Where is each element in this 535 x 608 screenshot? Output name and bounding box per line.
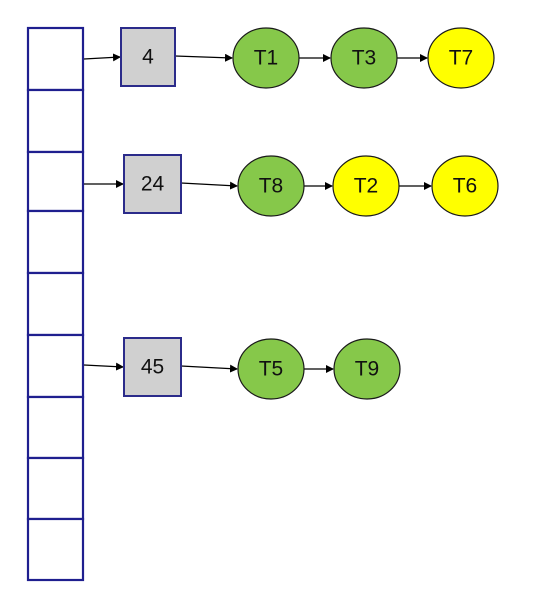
- hash-slot: [26, 209, 85, 275]
- node-label: T7: [449, 47, 474, 70]
- key-box: [120, 27, 176, 87]
- chain-node: [232, 27, 300, 89]
- key-label: 24: [141, 173, 165, 196]
- node-label: T9: [355, 358, 380, 381]
- slot-to-key-arrow: [83, 362, 124, 371]
- chain-node: [330, 27, 398, 89]
- node-label: T2: [354, 175, 379, 198]
- node-label: T1: [254, 47, 279, 70]
- slot-to-key-arrow: [83, 53, 121, 62]
- hash-table: [26, 26, 85, 582]
- node-label: T6: [453, 175, 478, 198]
- pointer-arrows: [83, 53, 432, 373]
- key-label: 45: [141, 356, 164, 379]
- key-to-node-arrow: [180, 181, 238, 190]
- chain-node: [237, 155, 305, 217]
- chain-node: [237, 338, 305, 400]
- node-label: T3: [352, 47, 377, 70]
- node-label: T8: [259, 175, 284, 198]
- node-label: T5: [259, 358, 284, 381]
- key-boxes: 4 24 45: [120, 27, 182, 397]
- key-to-node-arrow: [180, 364, 238, 373]
- chain-node: [332, 155, 400, 217]
- key-to-node-arrow: [174, 53, 233, 62]
- hash-slot: [26, 150, 85, 213]
- hash-slot: [26, 26, 85, 92]
- chain-node: [427, 27, 495, 89]
- key-label: 4: [142, 46, 154, 69]
- hash-slot: [26, 456, 85, 521]
- chain-node: [431, 155, 499, 217]
- hash-slot: [26, 271, 85, 337]
- hash-slot: [26, 88, 85, 154]
- hash-slot: [26, 517, 85, 582]
- hash-slot: [26, 395, 85, 460]
- key-box: [123, 337, 182, 397]
- key-box: [123, 154, 182, 214]
- hash-slot: [26, 333, 85, 399]
- chain-node: [333, 338, 401, 400]
